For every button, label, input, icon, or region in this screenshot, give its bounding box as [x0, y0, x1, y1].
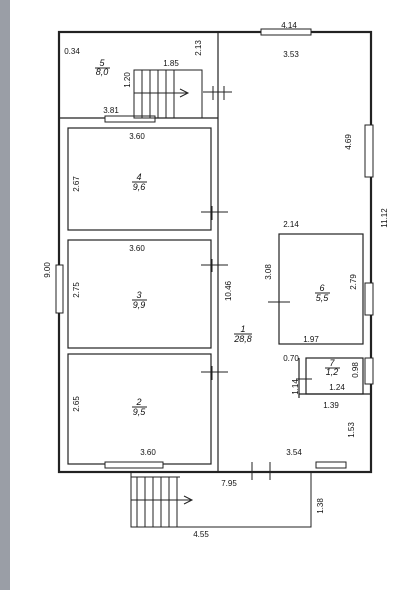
room-4-number: 4 [136, 172, 141, 182]
window-right-upper [364, 124, 374, 178]
dim-10-46: 10.46 [224, 280, 233, 301]
dim-1-39: 1.39 [323, 401, 339, 410]
dim-2-79: 2.79 [349, 274, 358, 290]
dim-2-14: 2.14 [283, 220, 299, 229]
dim-1-14: 1.14 [291, 379, 300, 395]
window-right-middle [364, 282, 374, 316]
porch-stairs [130, 472, 312, 528]
dim-2-65: 2.65 [72, 396, 81, 412]
room-4-area: 9,6 [133, 182, 146, 192]
window-right-lower [364, 357, 374, 385]
window-left [55, 264, 64, 314]
dim-2-13: 2.13 [194, 40, 203, 56]
room-3-number: 3 [136, 290, 141, 300]
dim-2-75: 2.75 [72, 282, 81, 298]
room-2-area: 9,5 [133, 407, 147, 417]
dim-1-20: 1.20 [123, 72, 132, 88]
room-6-area: 5,5 [316, 293, 330, 303]
dim-3-60-room3: 3.60 [129, 244, 145, 253]
interior-stairs [133, 69, 203, 119]
room-5-area: 8,0 [96, 67, 109, 77]
dim-3-60-room2: 3.60 [140, 448, 156, 457]
dim-1-24: 1.24 [329, 383, 345, 392]
room-7-number: 7 [329, 358, 335, 368]
room-4-outline [67, 127, 212, 231]
room-6-number: 6 [319, 283, 324, 293]
room-2-number: 2 [135, 397, 141, 407]
window-top [260, 28, 312, 36]
door-marks [201, 86, 312, 480]
dim-3-53: 3.53 [283, 50, 299, 59]
dim-3-08: 3.08 [264, 264, 273, 280]
room-1-area: 28,8 [233, 334, 252, 344]
room-1-number: 1 [240, 324, 245, 334]
dim-1-38: 1.38 [316, 498, 325, 514]
dim-0-70: 0.70 [283, 354, 299, 363]
window-room4-top [104, 115, 156, 123]
room-6-outline [278, 233, 364, 345]
dim-4-14: 4.14 [281, 21, 297, 30]
dim-0-34: 0.34 [64, 47, 80, 56]
room-7-area: 1,2 [326, 367, 339, 377]
dim-7-95: 7.95 [221, 479, 237, 488]
dim-4-55: 4.55 [193, 530, 209, 539]
dim-3-60-room4: 3.60 [129, 132, 145, 141]
outer-wall [57, 30, 373, 474]
dim-0-98: 0.98 [351, 362, 360, 378]
room-5-number: 5 [99, 58, 105, 68]
dim-4-69: 4.69 [344, 134, 353, 150]
dim-1-53: 1.53 [347, 422, 356, 438]
dim-9-00: 9.00 [43, 262, 52, 278]
dim-2-67: 2.67 [72, 176, 81, 192]
dim-1-97: 1.97 [303, 335, 319, 344]
window-bottom-right [315, 461, 347, 469]
room-3-outline [67, 239, 212, 349]
dim-3-81: 3.81 [103, 106, 119, 115]
left-edge-strip [0, 0, 10, 590]
dim-11-12: 11.12 [380, 208, 389, 228]
window-bottom-left [104, 461, 164, 469]
room-3-area: 9,9 [133, 300, 146, 310]
dim-1-85: 1.85 [163, 59, 179, 68]
dim-3-54: 3.54 [286, 448, 302, 457]
